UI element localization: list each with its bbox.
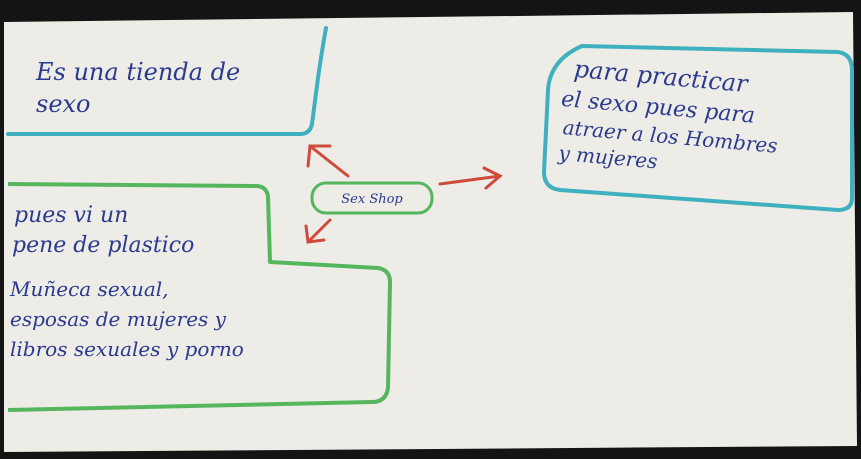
bottom-left-boundary [7, 182, 392, 412]
arrow-to-bottom-left [304, 218, 332, 244]
arrow-to-top-left [306, 144, 350, 178]
bottom-left-note-line: esposas de mujeres y [10, 307, 227, 331]
top-left-boundary [6, 26, 328, 136]
paper-sheet [4, 12, 857, 452]
bottom-left-note-line: pene de plastico [12, 233, 194, 258]
arrow-to-right [438, 166, 503, 190]
bottom-left-note-line: Muñeca sexual, [9, 277, 169, 301]
top-left-note-line: sexo [36, 90, 91, 118]
bottom-left-note-line: libros sexuales y porno [10, 337, 244, 361]
bottom-left-note-line: pues vi un [14, 203, 128, 228]
center-node-box [310, 181, 434, 215]
right-note-box [541, 43, 854, 213]
top-left-note: Es una tienda de sexo [35, 58, 240, 118]
center-node-label: Sex Shop [341, 192, 403, 207]
bottom-left-note: pues vi un pene de plastico Muñeca sexua… [9, 203, 244, 361]
top-left-note-line: Es una tienda de [35, 58, 240, 86]
